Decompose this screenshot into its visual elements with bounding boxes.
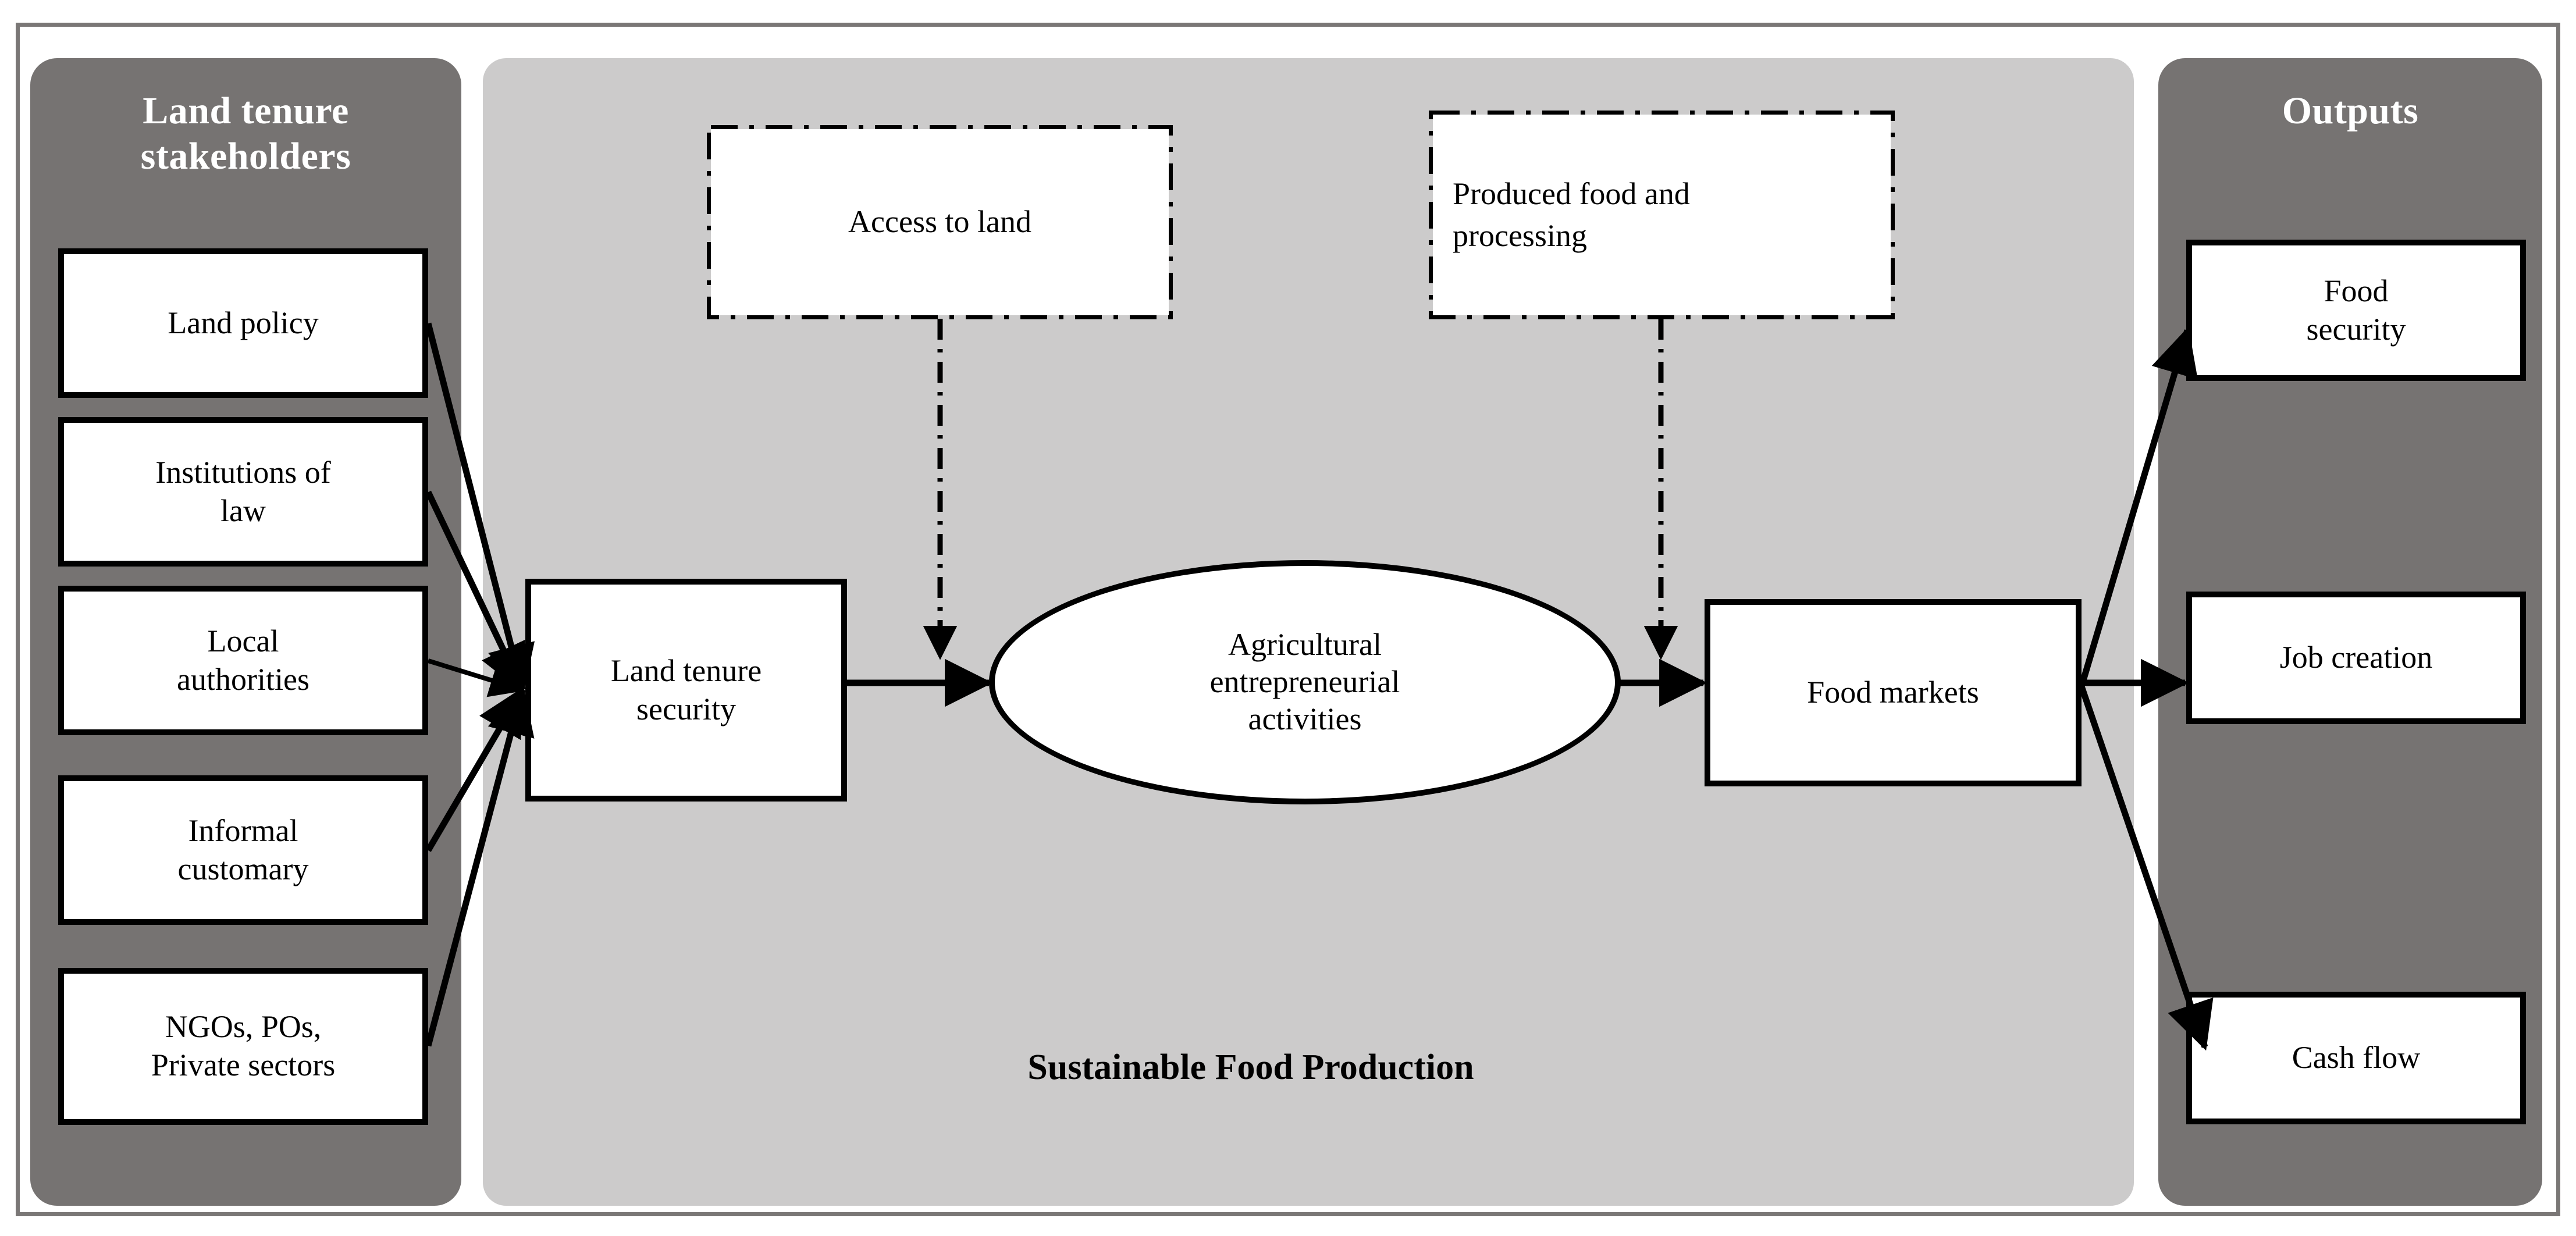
output-box-job-creation[interactable]: Job creation: [2186, 592, 2526, 724]
output-label-food-security-line2: security: [2306, 311, 2406, 347]
stakeholder-label-local-authorities-line2: authorities: [177, 661, 309, 697]
stakeholder-label-ngos-line1: NGOs, POs,: [165, 1009, 322, 1045]
process-label-food-markets: Food markets: [1807, 675, 1979, 710]
dashed-box-produced-food-and-processing[interactable]: Produced food and processing: [1433, 115, 1891, 315]
process-label-agricultural-line1: Agricultural: [1228, 627, 1382, 662]
left-panel-title-line1: Land tenure: [143, 90, 349, 132]
stakeholder-label-institutions-of-law-line2: law: [220, 493, 266, 528]
stakeholder-label-ngos-line2: Private sectors: [151, 1048, 336, 1082]
dashed-box-access-to-land[interactable]: Access to land: [711, 129, 1169, 315]
stakeholder-label-land-policy: Land policy: [168, 305, 319, 340]
output-label-food-security-line1: Food: [2324, 273, 2389, 308]
process-box-food-markets[interactable]: Food markets: [1705, 599, 2082, 786]
process-label-land-tenure-security-line1: Land tenure: [610, 653, 762, 688]
output-label-job-creation: Job creation: [2279, 640, 2433, 675]
process-box-land-tenure-security[interactable]: Land tenure security: [525, 579, 847, 802]
stakeholder-box-ngos-pos-private-sectors[interactable]: NGOs, POs, Private sectors: [58, 968, 428, 1125]
process-label-land-tenure-security-line2: security: [636, 691, 736, 726]
stakeholder-label-informal-customary-line1: Informal: [188, 813, 298, 848]
process-ellipse-agricultural-entrepreneurial-activities[interactable]: Agricultural entrepreneurial activities: [989, 560, 1621, 804]
stakeholder-label-local-authorities-line1: Local: [207, 623, 279, 658]
stakeholder-box-informal-customary[interactable]: Informal customary: [58, 775, 428, 925]
output-box-cash-flow[interactable]: Cash flow: [2186, 992, 2526, 1124]
left-panel-title-line2: stakeholders: [140, 134, 351, 177]
center-panel-caption: Sustainable Food Production: [1027, 1048, 1474, 1087]
process-label-agricultural-line2: entrepreneurial: [1209, 664, 1400, 700]
stakeholder-box-institutions-of-law[interactable]: Institutions of law: [58, 417, 428, 567]
stakeholder-label-informal-customary-line2: customary: [177, 851, 309, 886]
stakeholder-box-land-policy[interactable]: Land policy: [58, 248, 428, 398]
right-panel-title: Outputs: [2282, 90, 2419, 132]
left-panel-title: Land tenure stakeholders: [30, 88, 461, 179]
dashed-label-produced-food-line2: processing: [1453, 218, 1587, 253]
stakeholder-box-local-authorities[interactable]: Local authorities: [58, 586, 428, 735]
dashed-label-access-to-land: Access to land: [848, 204, 1031, 240]
output-box-food-security[interactable]: Food security: [2186, 240, 2526, 381]
output-label-cash-flow: Cash flow: [2292, 1040, 2421, 1075]
stakeholder-label-institutions-of-law-line1: Institutions of: [155, 454, 331, 490]
process-label-agricultural-line3: activities: [1248, 701, 1362, 736]
dashed-label-produced-food-line1: Produced food and: [1453, 176, 1690, 212]
